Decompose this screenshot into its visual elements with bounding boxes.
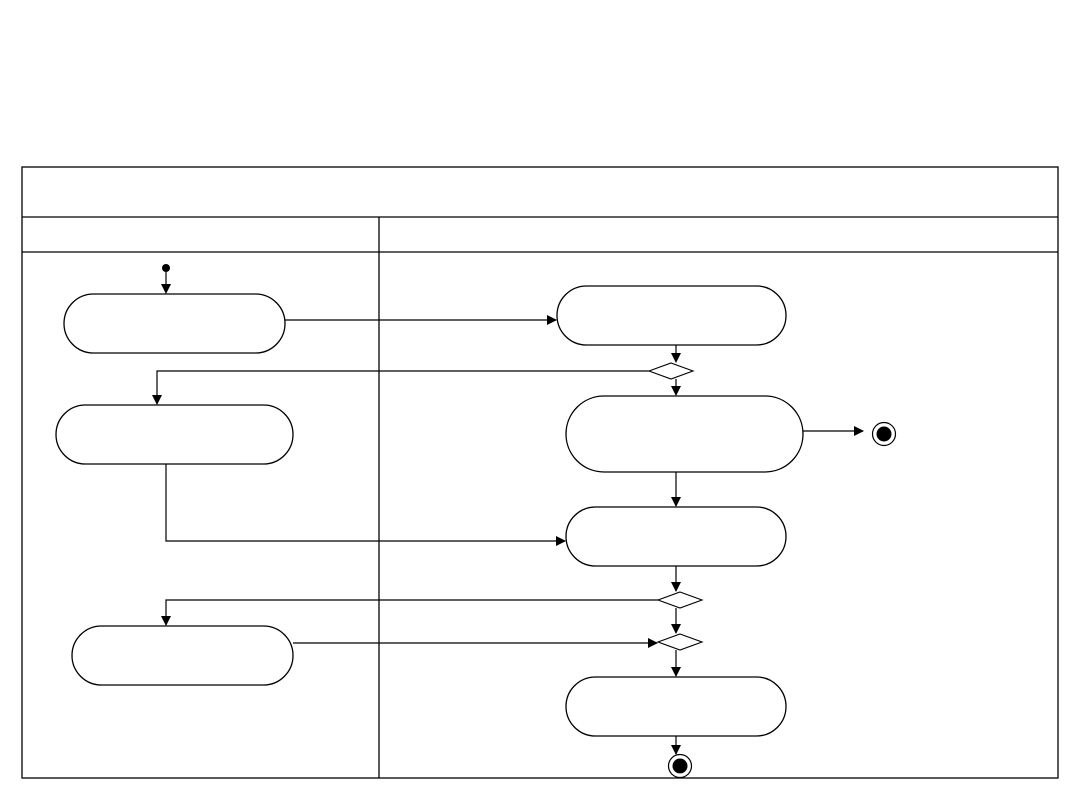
activity-3 — [55, 404, 294, 465]
activity-5 — [565, 506, 787, 567]
flow-activity-3-to-activity-5 — [165, 464, 566, 546]
flow-decision-1-to-activity-3 — [152, 370, 649, 405]
activity-6 — [71, 625, 294, 686]
activity-7 — [565, 676, 787, 737]
diagram-frame — [21, 166, 1059, 779]
final-node-1 — [871, 421, 897, 447]
activity-2 — [556, 285, 787, 346]
flow-decision-2-to-activity-6 — [161, 599, 658, 626]
decision-node-2 — [656, 591, 704, 609]
final-node-2 — [667, 753, 693, 779]
decision-node-1 — [647, 362, 695, 380]
activity-1 — [63, 293, 286, 354]
activity-4 — [565, 395, 804, 473]
merge-node — [656, 633, 704, 651]
initial-node — [162, 264, 170, 272]
